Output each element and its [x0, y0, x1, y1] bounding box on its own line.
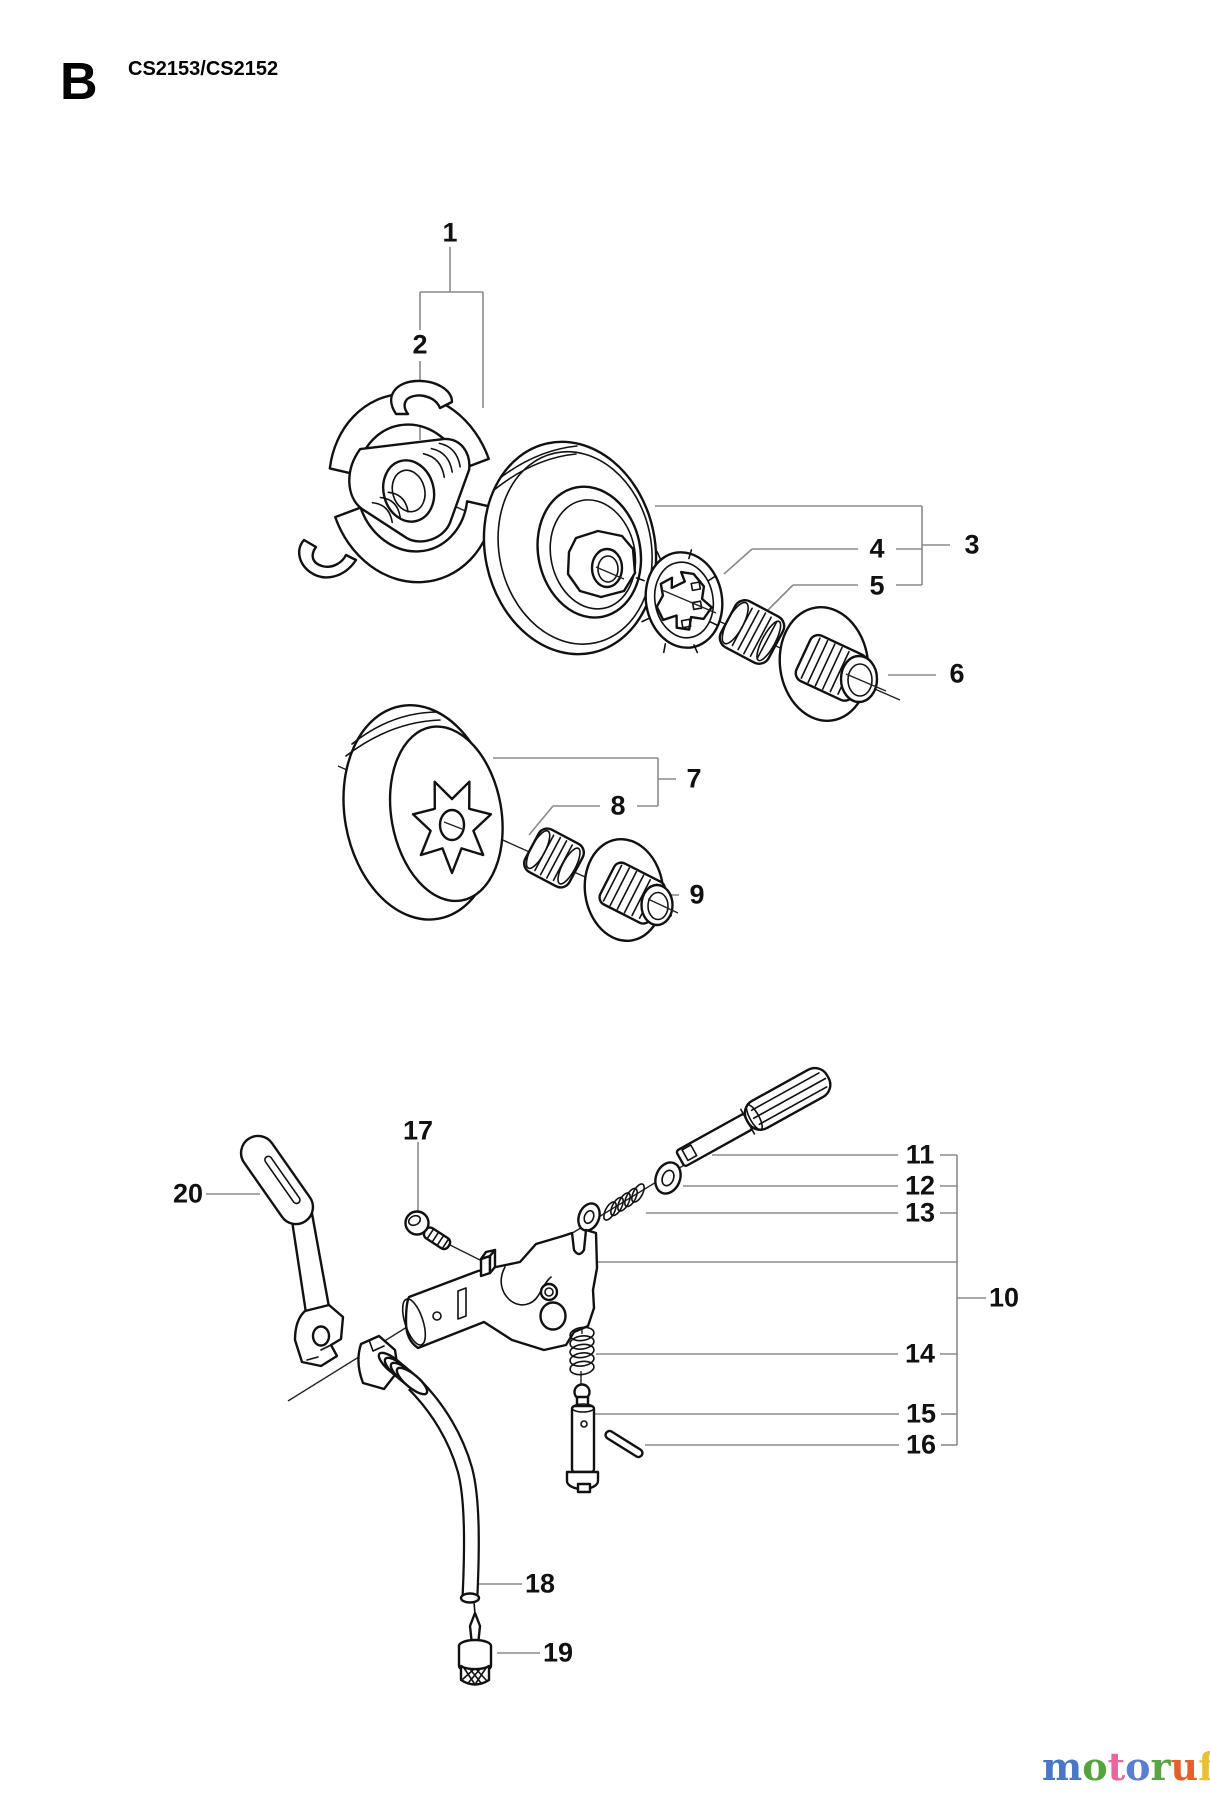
- clutch-drum: [482, 440, 658, 656]
- oil-pump-body: [401, 1228, 599, 1352]
- callout-6: 6: [949, 658, 965, 689]
- bore-axis-segments: [443, 566, 887, 914]
- spring-small: [603, 1183, 645, 1221]
- pump-plunger: [565, 1383, 600, 1494]
- callout-9: 9: [689, 879, 705, 910]
- callout-8: 8: [610, 790, 626, 821]
- clutch-spring-hook-top: [390, 379, 454, 416]
- model-title: CS2153/CS2152: [128, 58, 279, 80]
- logo-letter: u: [1170, 1744, 1199, 1789]
- callout-17: 17: [402, 1115, 434, 1146]
- worm-gear-lower: [583, 838, 674, 942]
- pump-lever: [239, 1134, 345, 1368]
- oil-adjuster-screw: [675, 1066, 832, 1167]
- leader-lines: [206, 247, 986, 1654]
- callout-3: 3: [964, 529, 980, 560]
- logo-letter: o: [1082, 1744, 1108, 1789]
- callout-15: 15: [905, 1398, 937, 1429]
- logo-letter: t: [1107, 1744, 1126, 1789]
- section-letter: B: [60, 53, 98, 111]
- spur-sprocket-drum: [342, 704, 504, 921]
- callout-10: 10: [988, 1282, 1020, 1313]
- hose-nipple: [457, 1601, 493, 1686]
- callout-18: 18: [524, 1568, 556, 1599]
- clutch-assembly: [298, 379, 496, 584]
- needle-bearing-upper: [718, 599, 786, 665]
- callout-5: 5: [869, 570, 885, 601]
- pump-pin: [604, 1429, 644, 1459]
- callout-1: 1: [442, 217, 458, 248]
- worm-gear-upper: [778, 606, 879, 722]
- callout-2: 2: [412, 329, 428, 360]
- logo-letter: o: [1125, 1744, 1151, 1789]
- logo-letter: r: [1150, 1744, 1171, 1789]
- logo-letter: f: [1198, 1744, 1210, 1789]
- callout-19: 19: [542, 1637, 574, 1668]
- callout-13: 13: [904, 1197, 936, 1228]
- washer-lower: [577, 1202, 601, 1232]
- clutch-spring-hook-bottom: [298, 538, 358, 579]
- callout-14: 14: [904, 1338, 936, 1369]
- pump-screw: [404, 1210, 452, 1251]
- logo-letter: m: [1042, 1744, 1083, 1789]
- callout-16: 16: [905, 1429, 937, 1460]
- washer-upper: [654, 1161, 682, 1195]
- needle-bearing-lower: [522, 827, 586, 889]
- motoruf-logo: m o t o r u f ' .de: [1042, 1748, 1210, 1786]
- callout-12: 12: [904, 1170, 936, 1201]
- callout-4: 4: [869, 533, 885, 564]
- callout-20: 20: [172, 1178, 204, 1209]
- callout-11: 11: [905, 1139, 935, 1170]
- oil-hose: [357, 1334, 481, 1604]
- callout-7: 7: [686, 763, 702, 794]
- pump-spring: [569, 1326, 595, 1376]
